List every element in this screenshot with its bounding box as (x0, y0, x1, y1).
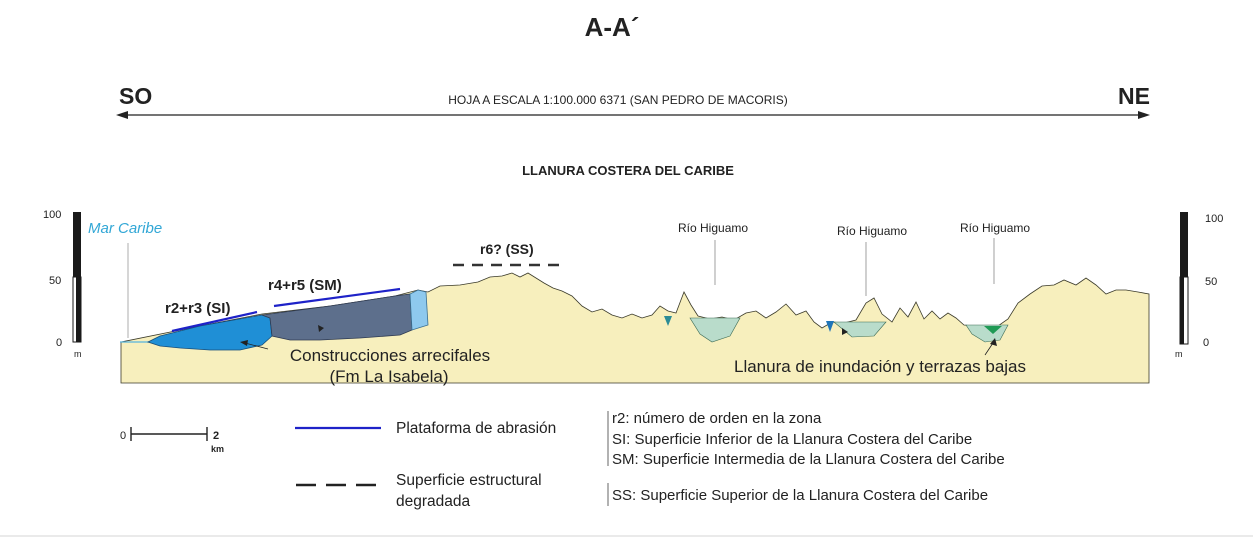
right-scale-50: 50 (1205, 276, 1217, 288)
left-vertical-scale (72, 212, 82, 343)
abrasion-line-si (171, 310, 258, 333)
def-r2: r2: número de orden en la zona (612, 410, 822, 427)
left-scale-100: 100 (43, 209, 61, 221)
region-title: LLANURA COSTERA DEL CARIBE (522, 163, 734, 178)
right-scale-unit: m (1175, 349, 1183, 359)
reef-label-line1: Construcciones arrecifales (290, 346, 490, 365)
direction-ne: NE (1118, 83, 1150, 109)
scale-bar-unit: km (211, 444, 224, 454)
legend-structural-line2: degradada (396, 493, 471, 510)
reef-body-sm (261, 293, 413, 341)
reef-light-edge (409, 289, 429, 331)
reef-arrow (240, 340, 269, 350)
river2-label: Río Higuamo (837, 224, 907, 238)
def-ss: SS: Superficie Superior de la Llanura Co… (612, 487, 988, 504)
right-vertical-scale (1179, 212, 1189, 345)
reef-body-si (146, 314, 273, 351)
left-scale-50: 50 (49, 275, 61, 287)
legend-structural-line1: Superficie estructural (396, 472, 542, 489)
r2r3-label: r2+r3 (SI) (165, 300, 230, 317)
abrasion-line-sm (273, 287, 401, 308)
flood-label: Llanura de inundación y terrazas bajas (734, 357, 1026, 376)
r4r5-label: r4+r5 (SM) (268, 277, 342, 294)
r6-label: r6? (SS) (480, 241, 534, 257)
flood-marker-2 (842, 328, 848, 335)
def-sm: SM: Superficie Intermedia de la Llanura … (612, 451, 1005, 468)
river3-label: Río Higuamo (960, 221, 1030, 235)
right-scale-100: 100 (1205, 213, 1223, 225)
sea-label: Mar Caribe (88, 220, 162, 237)
flood-arrow (984, 338, 997, 356)
river1-label: Río Higuamo (678, 221, 748, 235)
left-scale-0: 0 (56, 337, 62, 349)
horizontal-scale-bar (130, 427, 208, 441)
legend-abrasion-label: Plataforma de abrasión (396, 420, 556, 437)
channel-1 (664, 316, 672, 326)
sheet-label: HOJA A ESCALA 1:100.000 6371 (SAN PEDRO … (448, 93, 787, 107)
channel-2 (826, 321, 834, 332)
scale-bar-two: 2 (213, 430, 219, 442)
sm-marker (318, 325, 324, 332)
left-scale-unit: m (74, 349, 82, 359)
channel-3 (984, 326, 1002, 334)
direction-arrow (116, 111, 1150, 119)
def-si: SI: Superficie Inferior de la Llanura Co… (612, 431, 972, 448)
scale-bar-zero: 0 (120, 430, 126, 442)
right-scale-0: 0 (1203, 337, 1209, 349)
direction-so: SO (119, 83, 152, 109)
floodplain-1 (689, 317, 741, 343)
section-title: A-A´ (585, 12, 640, 42)
reef-label-line2: (Fm La Isabela) (329, 367, 448, 386)
